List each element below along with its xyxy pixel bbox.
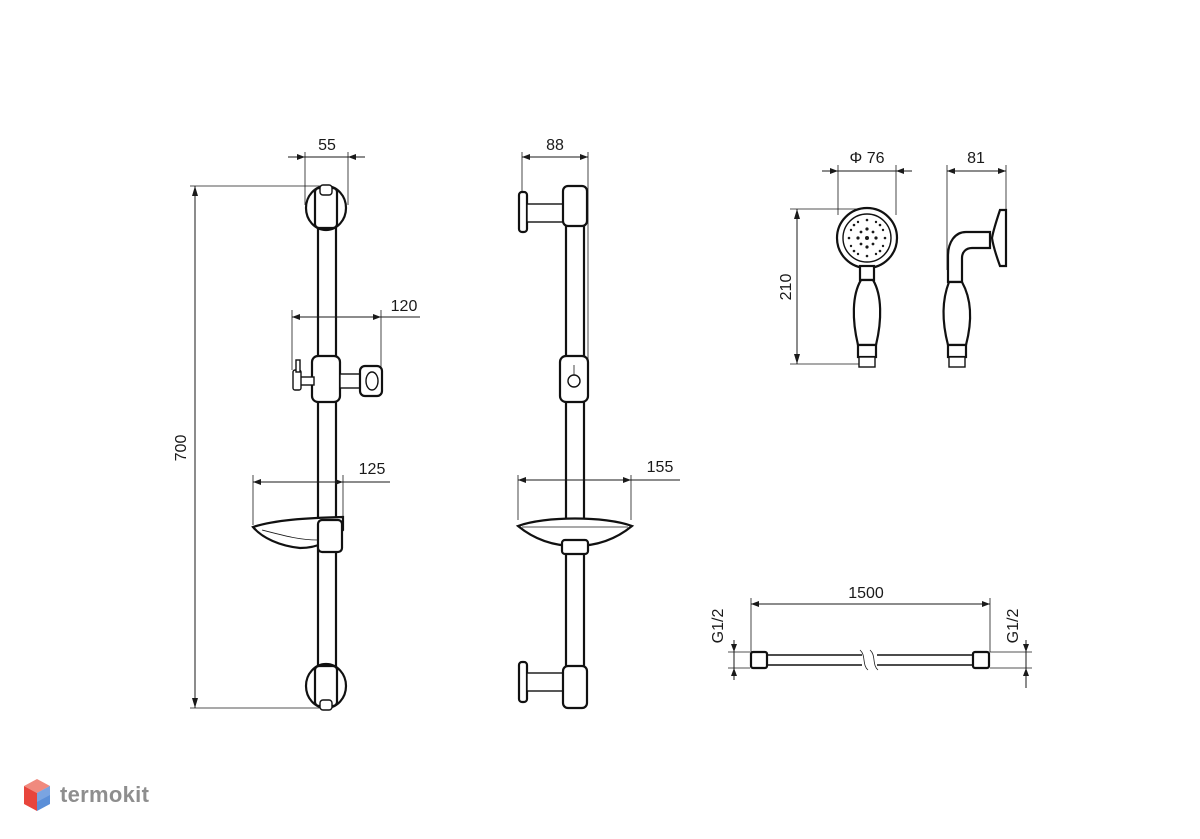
bottom-bracket xyxy=(304,662,348,711)
label-125: 125 xyxy=(359,461,386,478)
side-slider xyxy=(558,354,590,404)
dim-handle-length: 210 xyxy=(778,208,865,365)
dim-hose-length: 1500 xyxy=(750,585,991,652)
side-top-bracket xyxy=(517,184,589,234)
rail-tube xyxy=(316,193,338,702)
dim-total-height: 700 xyxy=(173,185,326,709)
dim-handset-depth: 81 xyxy=(946,150,1007,270)
top-bracket xyxy=(304,184,348,232)
dim-rail-depth: 88 xyxy=(521,137,589,360)
label-55: 55 xyxy=(318,137,336,154)
side-rail-tube xyxy=(564,193,586,702)
hose-nut-left xyxy=(749,650,769,670)
label-210: 210 xyxy=(778,274,795,301)
front-view: 700 55 xyxy=(173,137,420,711)
dim-head-diameter: Φ 76 xyxy=(822,150,912,215)
hose-nut-right xyxy=(971,650,991,670)
spray-holes xyxy=(847,218,887,258)
brand-logo: termokit xyxy=(22,775,149,815)
label-120: 120 xyxy=(391,298,418,315)
dim-thread-left: G1/2 xyxy=(710,609,750,680)
cube-logo-icon xyxy=(24,779,50,811)
label-g12-left: G1/2 xyxy=(710,609,727,644)
dim-holder-reach: 120 xyxy=(291,298,420,370)
label-g12-right: G1/2 xyxy=(1005,609,1022,644)
label-81: 81 xyxy=(967,150,985,167)
handle-side xyxy=(942,280,972,347)
dim-soap-dish-side: 155 xyxy=(517,459,680,520)
handle-front xyxy=(852,278,882,347)
handset-side-view: 81 xyxy=(942,150,1008,368)
brand-name: termokit xyxy=(60,782,150,807)
soap-dish-side xyxy=(515,517,635,556)
handset-front-view: Φ 76 210 xyxy=(778,150,912,368)
label-phi76: Φ 76 xyxy=(849,150,884,167)
label-88: 88 xyxy=(546,137,564,154)
side-bottom-bracket xyxy=(517,660,589,710)
dim-rail-width: 55 xyxy=(288,137,365,205)
hose-view: 1500 G1/2 G1/2 xyxy=(710,585,1032,688)
label-155: 155 xyxy=(647,459,674,476)
handset-holder xyxy=(292,354,384,404)
soap-dish-front xyxy=(251,515,345,554)
label-1500: 1500 xyxy=(848,585,884,602)
handset-head-side xyxy=(990,208,1008,268)
dim-soap-dish-front: 125 xyxy=(252,461,390,525)
label-700: 700 xyxy=(173,435,190,462)
dim-thread-right: G1/2 xyxy=(990,609,1032,688)
side-view: 88 155 xyxy=(515,137,680,710)
